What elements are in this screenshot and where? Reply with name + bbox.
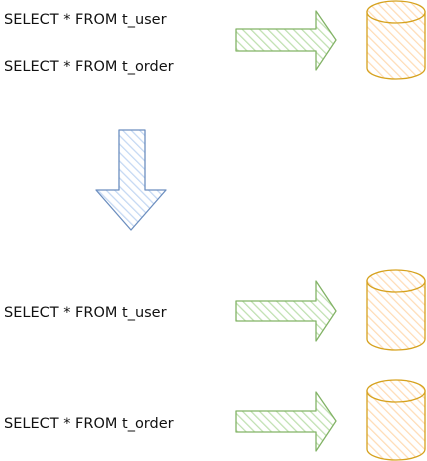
down-arrow xyxy=(95,129,167,231)
bottom-user-database-icon xyxy=(366,269,426,351)
top-query-user: SELECT * FROM t_user xyxy=(4,12,167,28)
bottom-query-order: SELECT * FROM t_order xyxy=(4,416,174,432)
bottom-order-arrow xyxy=(235,391,337,452)
bottom-order-database-icon xyxy=(366,379,426,461)
bottom-user-arrow xyxy=(235,280,337,342)
top-database-icon xyxy=(366,0,426,80)
bottom-query-user: SELECT * FROM t_user xyxy=(4,305,167,321)
top-query-order: SELECT * FROM t_order xyxy=(4,59,174,75)
top-right-arrow xyxy=(235,10,337,71)
